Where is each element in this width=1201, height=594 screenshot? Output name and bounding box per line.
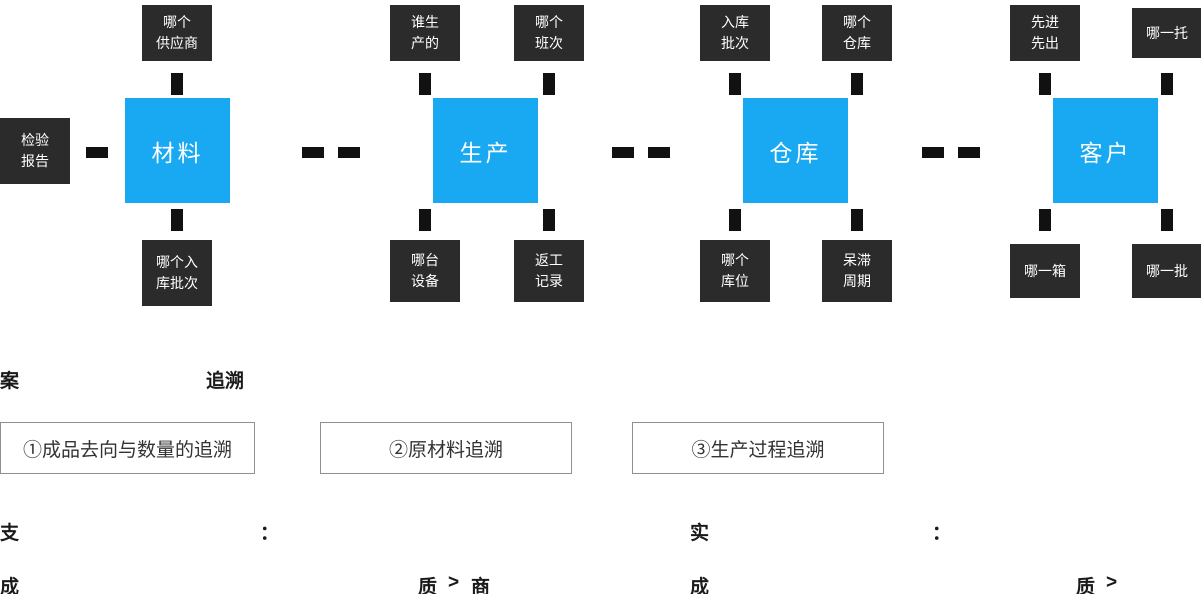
connector-bar: [419, 73, 431, 95]
connector-dash: [958, 147, 980, 158]
tag-fifo: 先进 先出: [1010, 5, 1080, 61]
trace-type-box-production: ③生产过程追溯: [632, 422, 884, 474]
section-heading-fragment-left: 案: [0, 371, 20, 392]
bottom-right-heading-start: 实: [690, 523, 710, 544]
connector-bar: [171, 209, 183, 231]
tag-inbound-batch: 入库 批次: [700, 5, 770, 61]
connector-dash: [612, 147, 634, 158]
connector-bar: [729, 73, 741, 95]
tag-rework-record: 返工 记录: [514, 240, 584, 302]
connector-bar: [729, 209, 741, 231]
stage-customer: 客户: [1053, 98, 1158, 203]
bottom-right-heading-colon: ：: [932, 523, 952, 544]
connector-bar: [1161, 209, 1173, 231]
bottom-right-chain-fragment: 成: [690, 577, 710, 594]
stage-warehouse: 仓库: [743, 98, 848, 203]
connector-dash: [648, 147, 670, 158]
bottom-left-chain-fragment: 质: [418, 577, 438, 594]
bottom-left-chain-fragment: 商: [471, 577, 491, 594]
bottom-left-chain-arrow: >: [448, 572, 460, 593]
tag-which-equipment: 哪台 设备: [390, 240, 460, 302]
bottom-right-chain-arrow: >: [1106, 572, 1118, 593]
tag-which-location: 哪个 库位: [700, 240, 770, 302]
tag-which-inbound-batch: 哪个入 库批次: [142, 240, 212, 306]
bottom-right-chain-fragment: 质: [1076, 577, 1096, 594]
bottom-left-heading-colon: ：: [260, 523, 280, 544]
section-heading-fragment-right: 追溯: [206, 371, 245, 392]
connector-bar: [543, 209, 555, 231]
tag-which-box: 哪一箱: [1010, 244, 1080, 298]
connector-bar: [419, 209, 431, 231]
tag-which-shift: 哪个 班次: [514, 5, 584, 61]
connector-dash: [86, 147, 108, 158]
trace-type-box-raw-material: ②原材料追溯: [320, 422, 572, 474]
connector-bar: [851, 73, 863, 95]
connector-bar: [851, 209, 863, 231]
connector-bar: [171, 73, 183, 95]
stage-material: 材料: [125, 98, 230, 203]
tag-which-warehouse: 哪个 仓库: [822, 5, 892, 61]
bottom-left-chain-fragment: 成: [0, 577, 20, 594]
tag-inspection-report: 检验 报告: [0, 118, 70, 184]
connector-bar: [1161, 73, 1173, 95]
connector-bar: [1039, 73, 1051, 95]
connector-dash: [922, 147, 944, 158]
tag-which-supplier: 哪个 供应商: [142, 5, 212, 61]
bottom-left-heading-start: 支: [0, 523, 20, 544]
connector-bar: [543, 73, 555, 95]
connector-dash: [302, 147, 324, 158]
trace-type-box-finished-goods: ①成品去向与数量的追溯: [0, 422, 255, 474]
connector-bar: [1039, 209, 1051, 231]
tag-which-pallet: 哪一托: [1132, 8, 1201, 58]
tag-stagnation-cycle: 呆滞 周期: [822, 240, 892, 302]
connector-dash: [338, 147, 360, 158]
tag-which-batch: 哪一批: [1132, 244, 1201, 298]
tag-who-produced: 谁生 产的: [390, 5, 460, 61]
stage-production: 生产: [433, 98, 538, 203]
